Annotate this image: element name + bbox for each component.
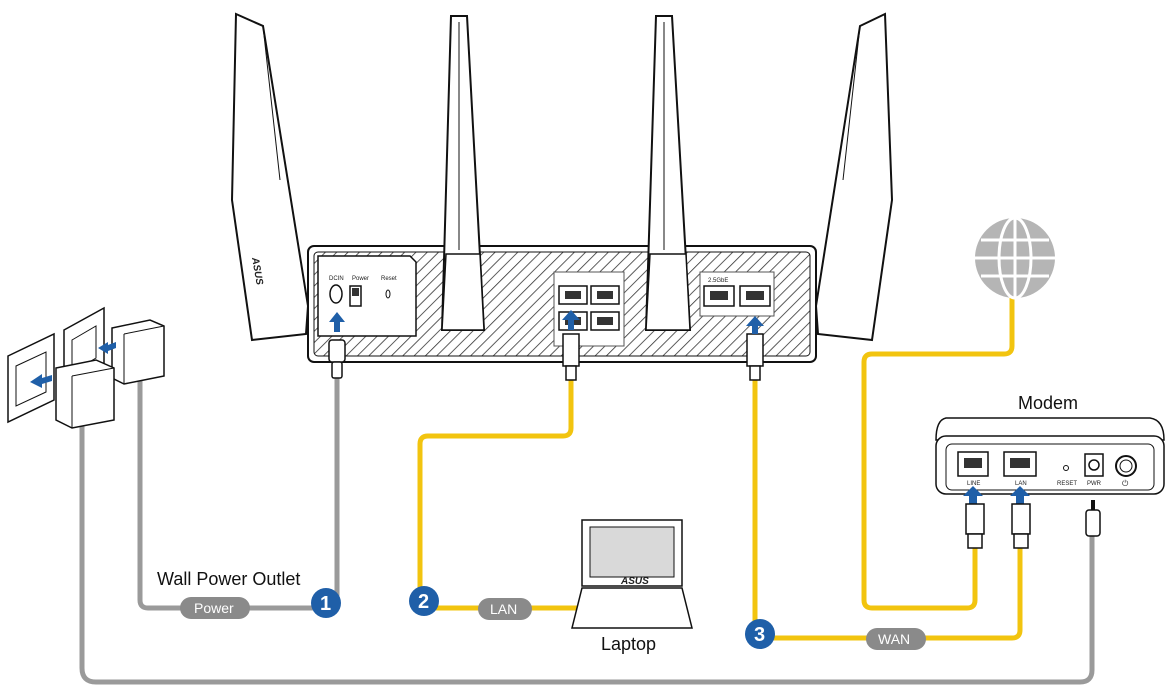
wan-port[interactable] xyxy=(739,285,771,307)
svg-text:LAN: LAN xyxy=(490,601,517,617)
wan-port-25g[interactable] xyxy=(703,285,735,307)
modem-line-label: LINE xyxy=(967,481,980,487)
router-power-plug xyxy=(328,339,346,379)
laptop: ASUS xyxy=(571,519,693,629)
svg-text:2: 2 xyxy=(418,591,429,613)
modem-lan-label: LAN xyxy=(1015,481,1027,487)
power-adapter-front xyxy=(55,359,115,429)
router-dcin-label: DCIN xyxy=(329,276,344,282)
lan-pill: LAN xyxy=(478,598,532,620)
arrow-left-icon xyxy=(98,342,116,354)
power-pill: Power xyxy=(180,597,250,619)
arrow-up-icon xyxy=(562,310,580,330)
laptop-base xyxy=(571,587,693,629)
router-power-label: Power xyxy=(352,276,369,282)
modem-line-plug xyxy=(965,503,985,549)
modem-reset-label: RESET xyxy=(1057,481,1077,487)
wan-pill: WAN xyxy=(866,628,926,650)
svg-text:Power: Power xyxy=(194,600,234,616)
modem-pwr-label: PWR xyxy=(1087,481,1102,487)
router-wan-label: 2.5GbE xyxy=(708,278,728,284)
modem-reset-hole[interactable] xyxy=(1063,465,1069,471)
modem-pwr-port[interactable] xyxy=(1084,453,1104,477)
svg-text:3: 3 xyxy=(754,624,765,646)
router-reset-label: Reset xyxy=(381,276,397,282)
router-left-fin xyxy=(230,12,310,342)
arrow-up-icon xyxy=(1010,486,1030,504)
arrow-up-icon xyxy=(746,316,764,334)
power-adapter-back xyxy=(111,319,165,385)
router-fin-logo: ASUS xyxy=(249,256,265,287)
router-reset-hole[interactable] xyxy=(385,289,391,299)
lan-cable xyxy=(417,380,580,611)
modem-label: Modem xyxy=(1018,393,1078,413)
laptop-label: Laptop xyxy=(601,634,656,654)
modem-power-cable xyxy=(79,425,1095,685)
step-2-badge: 2 xyxy=(409,586,439,616)
router-right-fin xyxy=(814,12,894,342)
internet-globe-icon xyxy=(975,216,1055,300)
laptop-logo: ASUS xyxy=(620,576,649,587)
router: ASUS DCIN Power Reset 2.5GbE xyxy=(230,12,894,381)
router-lan-plug xyxy=(562,333,580,381)
arrow-up-icon xyxy=(963,486,983,504)
step-3-badge: 3 xyxy=(745,619,775,649)
modem-top xyxy=(935,417,1165,441)
wall-power-outlet-label: Wall Power Outlet xyxy=(157,569,300,589)
modem-power-button[interactable] xyxy=(1115,455,1137,477)
arrow-left-icon xyxy=(30,374,52,388)
svg-text:WAN: WAN xyxy=(878,631,910,647)
lan-port-1[interactable] xyxy=(558,285,588,305)
lan-port-2[interactable] xyxy=(590,285,620,305)
modem-lan-port[interactable] xyxy=(1003,451,1037,477)
modem-line-port[interactable] xyxy=(957,451,989,477)
arrow-up-icon xyxy=(329,312,345,332)
router-dcin-port xyxy=(329,284,343,304)
power-symbol-icon: ⏻ xyxy=(1122,479,1129,488)
internet-cable xyxy=(861,298,1015,611)
modem-power-plug xyxy=(1085,500,1101,537)
lan-port-4[interactable] xyxy=(590,311,620,331)
step-1-badge: 1 xyxy=(311,588,341,618)
wall-power-outlet xyxy=(7,306,165,429)
router-wan-plug xyxy=(746,333,764,381)
modem-lan-plug xyxy=(1011,503,1031,549)
modem: Modem LINE LAN RESET PWR ⏻ xyxy=(935,393,1165,549)
svg-text:1: 1 xyxy=(320,593,331,615)
